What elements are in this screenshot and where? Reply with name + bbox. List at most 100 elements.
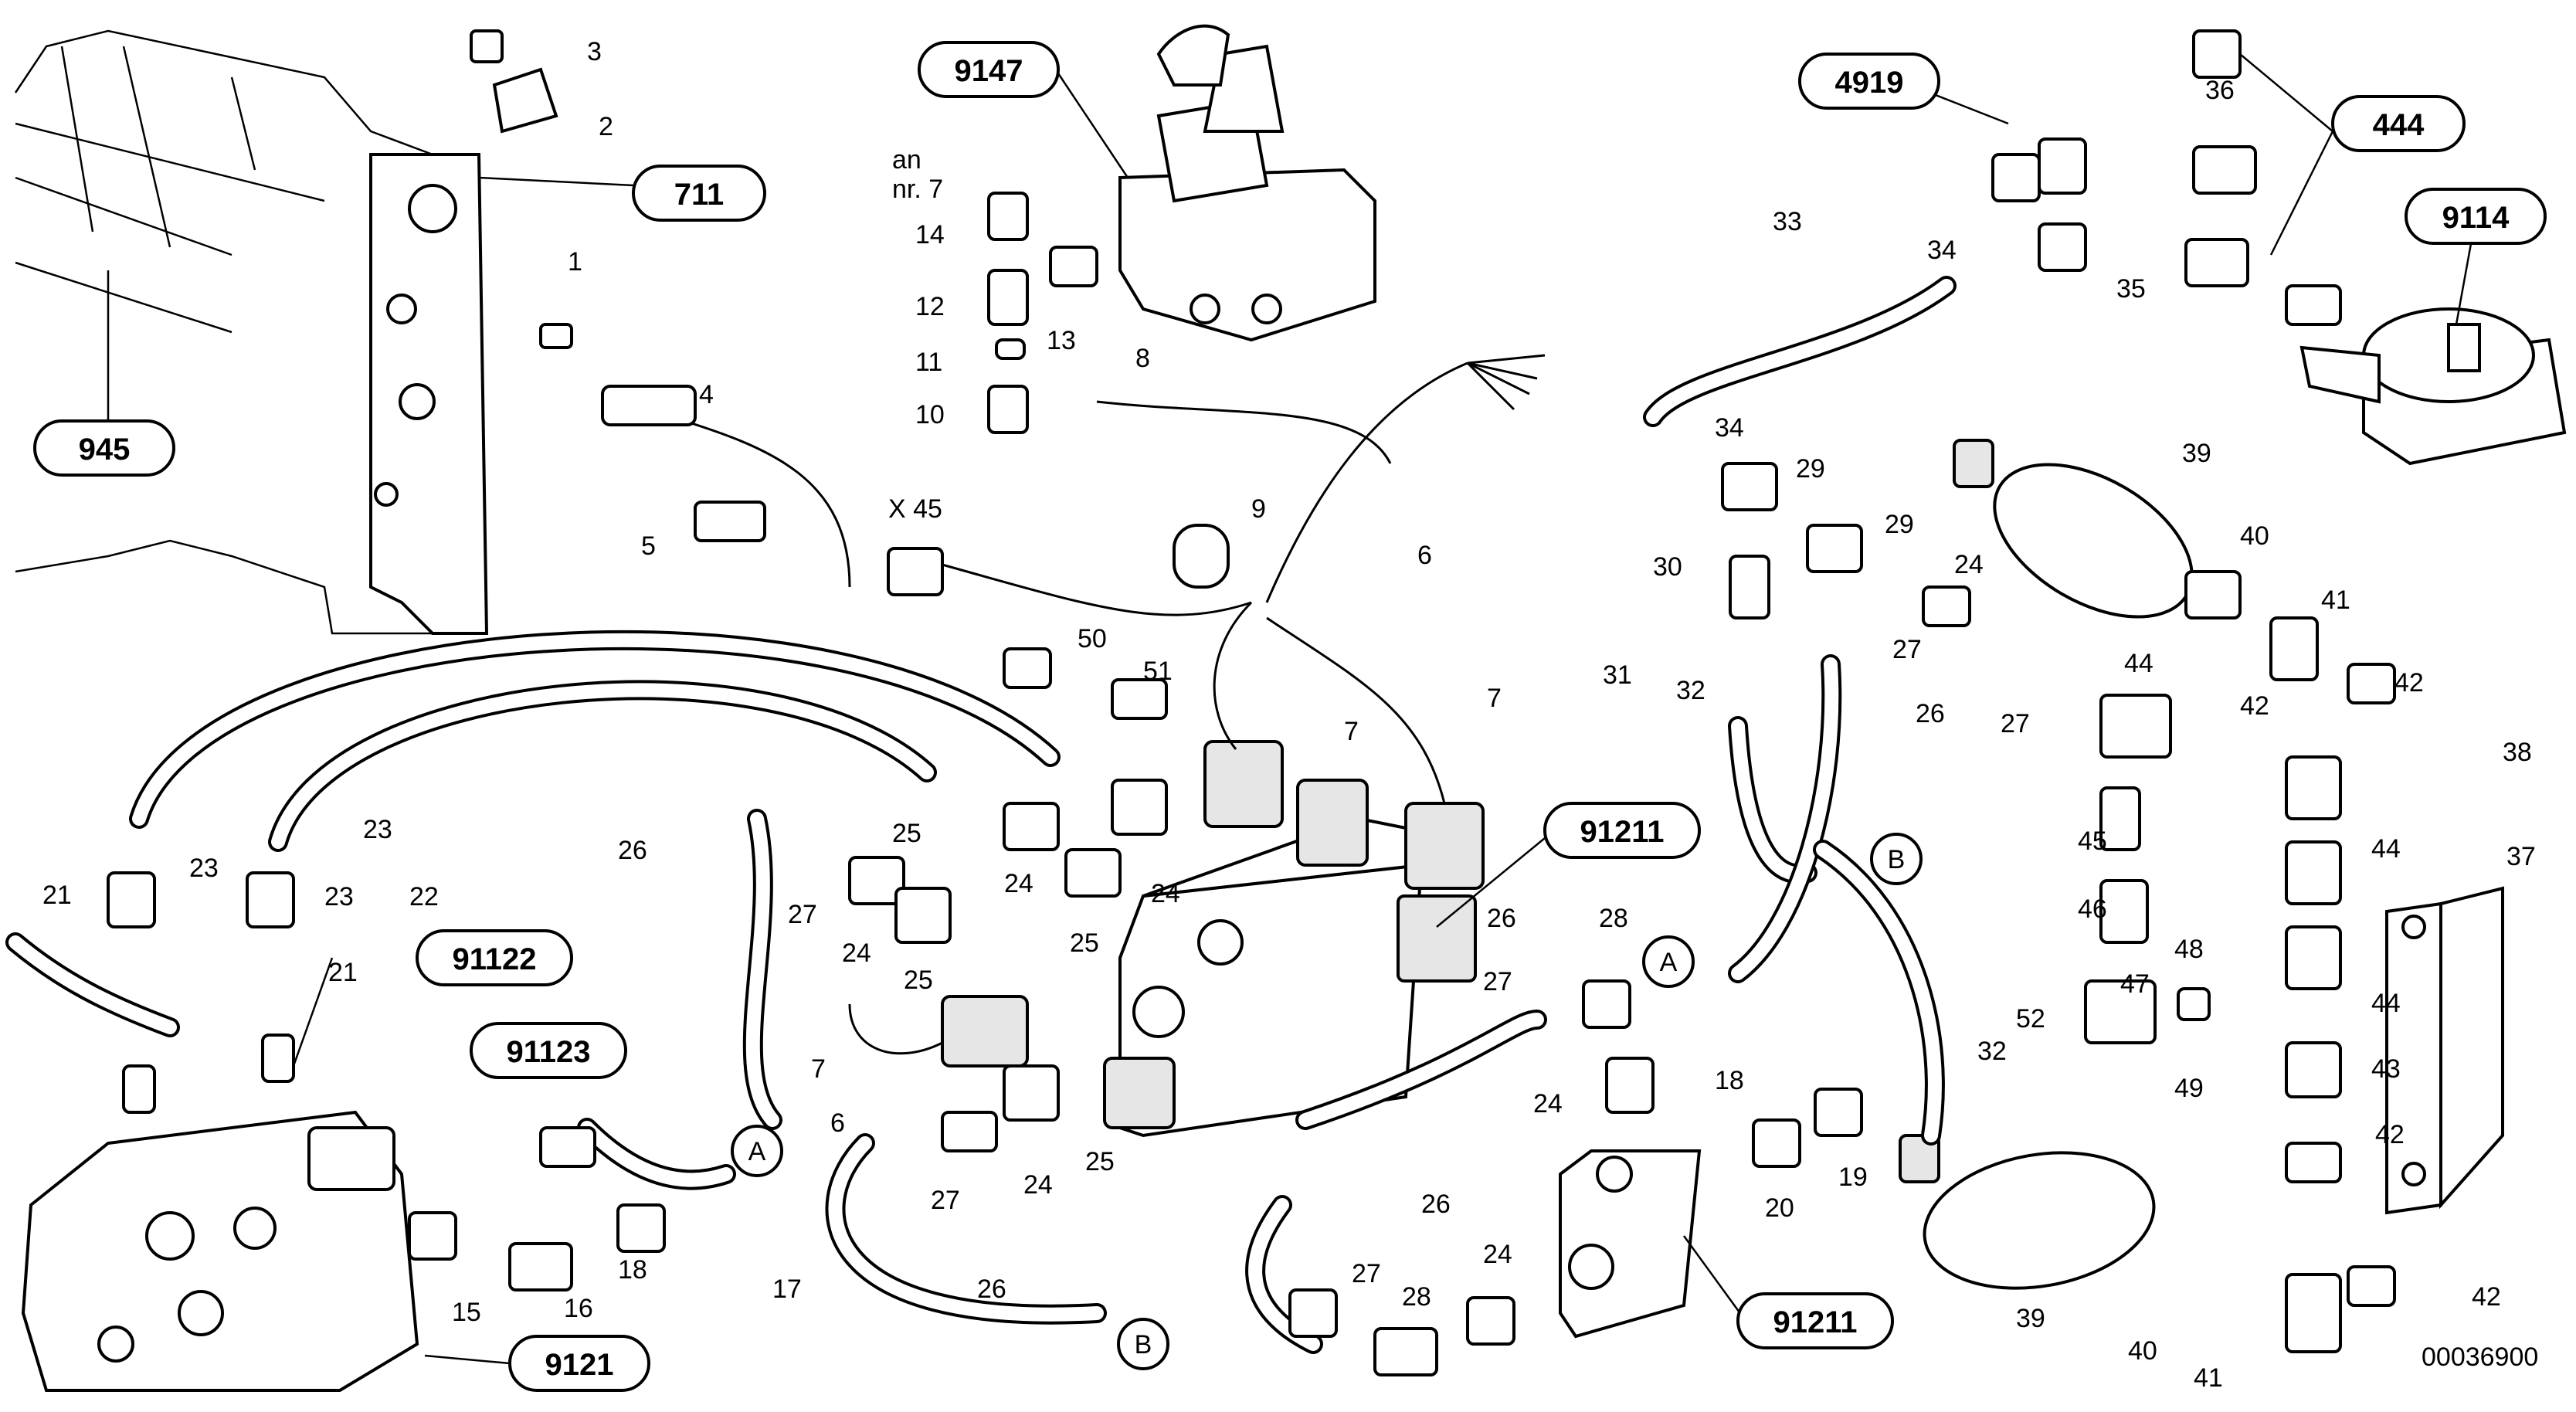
callout-number: 10 [915, 400, 945, 429]
accumulators [1899, 439, 2194, 1290]
callout-number: 39 [2016, 1304, 2045, 1333]
callout-number: 27 [1483, 967, 1512, 996]
callout-number: 19 [1838, 1163, 1868, 1192]
diagram-number: 00036900 [2422, 1342, 2538, 1372]
hydraulic-hoses [5, 276, 1957, 1354]
callout-number: 15 [452, 1298, 481, 1327]
callout-number: 44 [2124, 649, 2153, 678]
wiring [671, 354, 1546, 1055]
valve-block-lower [1559, 1149, 1702, 1339]
callout-number: 28 [1599, 904, 1628, 933]
marker-a-left: A [731, 1125, 783, 1177]
ref-box-945: 945 [33, 419, 175, 477]
ref-box-4919: 4919 [1798, 53, 1940, 110]
callout-number: 6 [830, 1108, 845, 1138]
callout-number: 18 [1715, 1066, 1744, 1095]
callout-number: 43 [2371, 1054, 2401, 1084]
callout-number: 34 [1715, 413, 1744, 443]
callout-number: 22 [409, 882, 439, 911]
svg-text:B: B [1135, 1330, 1152, 1359]
callout-number: 27 [2001, 709, 2030, 738]
callout-number: 40 [2128, 1336, 2157, 1366]
callout-number: 39 [2182, 439, 2211, 468]
svg-text:A: A [748, 1137, 766, 1166]
callout-number: 25 [1070, 928, 1099, 958]
callout-number: 13 [1047, 326, 1076, 355]
callout-number: 45 [2078, 826, 2107, 856]
callout-number: 52 [2016, 1004, 2045, 1034]
callout-number: 48 [2174, 935, 2204, 964]
ref-label: 91122 [452, 942, 536, 976]
svg-text:B: B [1888, 845, 1906, 874]
callout-number: 26 [1487, 904, 1516, 933]
callout-number: 16 [564, 1294, 593, 1323]
callout-number: 18 [618, 1255, 647, 1285]
notes: an nr. 7 X 45 00036900 [888, 145, 2538, 1372]
callout-number: 23 [363, 815, 392, 844]
callout-numbers: 3 2 1 4 5 14 12 11 10 13 8 9 6 33 34 35 … [42, 37, 2536, 1393]
callout-number: 33 [1773, 207, 1802, 236]
callout-number: 1 [568, 247, 582, 277]
callout-number: 36 [2205, 76, 2235, 105]
marker-b-right: B [1870, 833, 1923, 885]
callout-number: 26 [1421, 1190, 1451, 1219]
connector-label: X 45 [888, 494, 942, 524]
callout-number: 8 [1135, 344, 1150, 373]
callout-number: 47 [2120, 969, 2150, 999]
ref-label: 91211 [1580, 815, 1664, 849]
callout-number: 24 [1954, 550, 1984, 579]
callout-number: 32 [1676, 676, 1705, 705]
mounting-bracket [2385, 886, 2504, 1215]
valve-block-main [1103, 779, 1477, 1138]
callout-number: 7 [811, 1054, 826, 1084]
callout-number: 9 [1251, 494, 1266, 524]
callout-number: 41 [2321, 586, 2350, 615]
svg-text:A: A [1660, 948, 1678, 977]
ref-label: 9147 [955, 54, 1023, 88]
ref-box-9147: 9147 [918, 41, 1060, 98]
callout-number: 44 [2371, 834, 2401, 864]
callout-number: 24 [842, 939, 871, 968]
callout-number: 23 [189, 854, 219, 883]
ref-label: 91211 [1773, 1305, 1857, 1339]
callout-number: 27 [931, 1186, 960, 1215]
callout-number: 23 [324, 882, 354, 911]
callout-number: 26 [1916, 699, 1945, 728]
solenoid-coils [941, 740, 1485, 1067]
ref-label: 711 [674, 178, 725, 212]
callout-number: 28 [1402, 1282, 1431, 1312]
marker-b-bottom: B [1117, 1318, 1169, 1370]
callout-number: 31 [1603, 660, 1632, 690]
pump-unit [2299, 307, 2567, 466]
callout-number: 25 [1085, 1147, 1115, 1176]
joystick-controller [1118, 24, 1376, 342]
ref-label: 9121 [545, 1348, 614, 1382]
callout-number: 49 [2174, 1074, 2204, 1103]
connector-note-line1: an [892, 145, 921, 175]
callout-number: 30 [1653, 552, 1682, 582]
callout-number: 20 [1765, 1193, 1794, 1223]
ref-box-91211-a: 91211 [1543, 802, 1701, 859]
callout-number: 26 [977, 1275, 1006, 1304]
callout-number: 11 [915, 348, 942, 377]
callout-number: 51 [1143, 657, 1173, 686]
callout-number: 4 [699, 380, 714, 409]
ref-box-91211-b: 91211 [1736, 1292, 1894, 1349]
callout-number: 42 [2394, 668, 2424, 698]
ref-box-444: 444 [2331, 95, 2466, 152]
callout-number: 24 [1533, 1089, 1563, 1118]
callout-number: 24 [1023, 1170, 1053, 1200]
ref-label: 91123 [506, 1035, 590, 1069]
callout-number: 32 [1977, 1037, 2007, 1066]
callout-number: 3 [587, 37, 602, 66]
callout-number: 34 [1927, 236, 1957, 265]
ref-label: 444 [2373, 108, 2425, 142]
callout-number: 25 [904, 966, 933, 995]
callout-number: 41 [2194, 1363, 2223, 1393]
callout-number: 42 [2472, 1282, 2501, 1312]
callout-number: 5 [641, 531, 656, 561]
callout-number: 40 [2240, 521, 2269, 551]
fittings [107, 29, 2396, 1376]
callout-number: 24 [1004, 869, 1033, 898]
